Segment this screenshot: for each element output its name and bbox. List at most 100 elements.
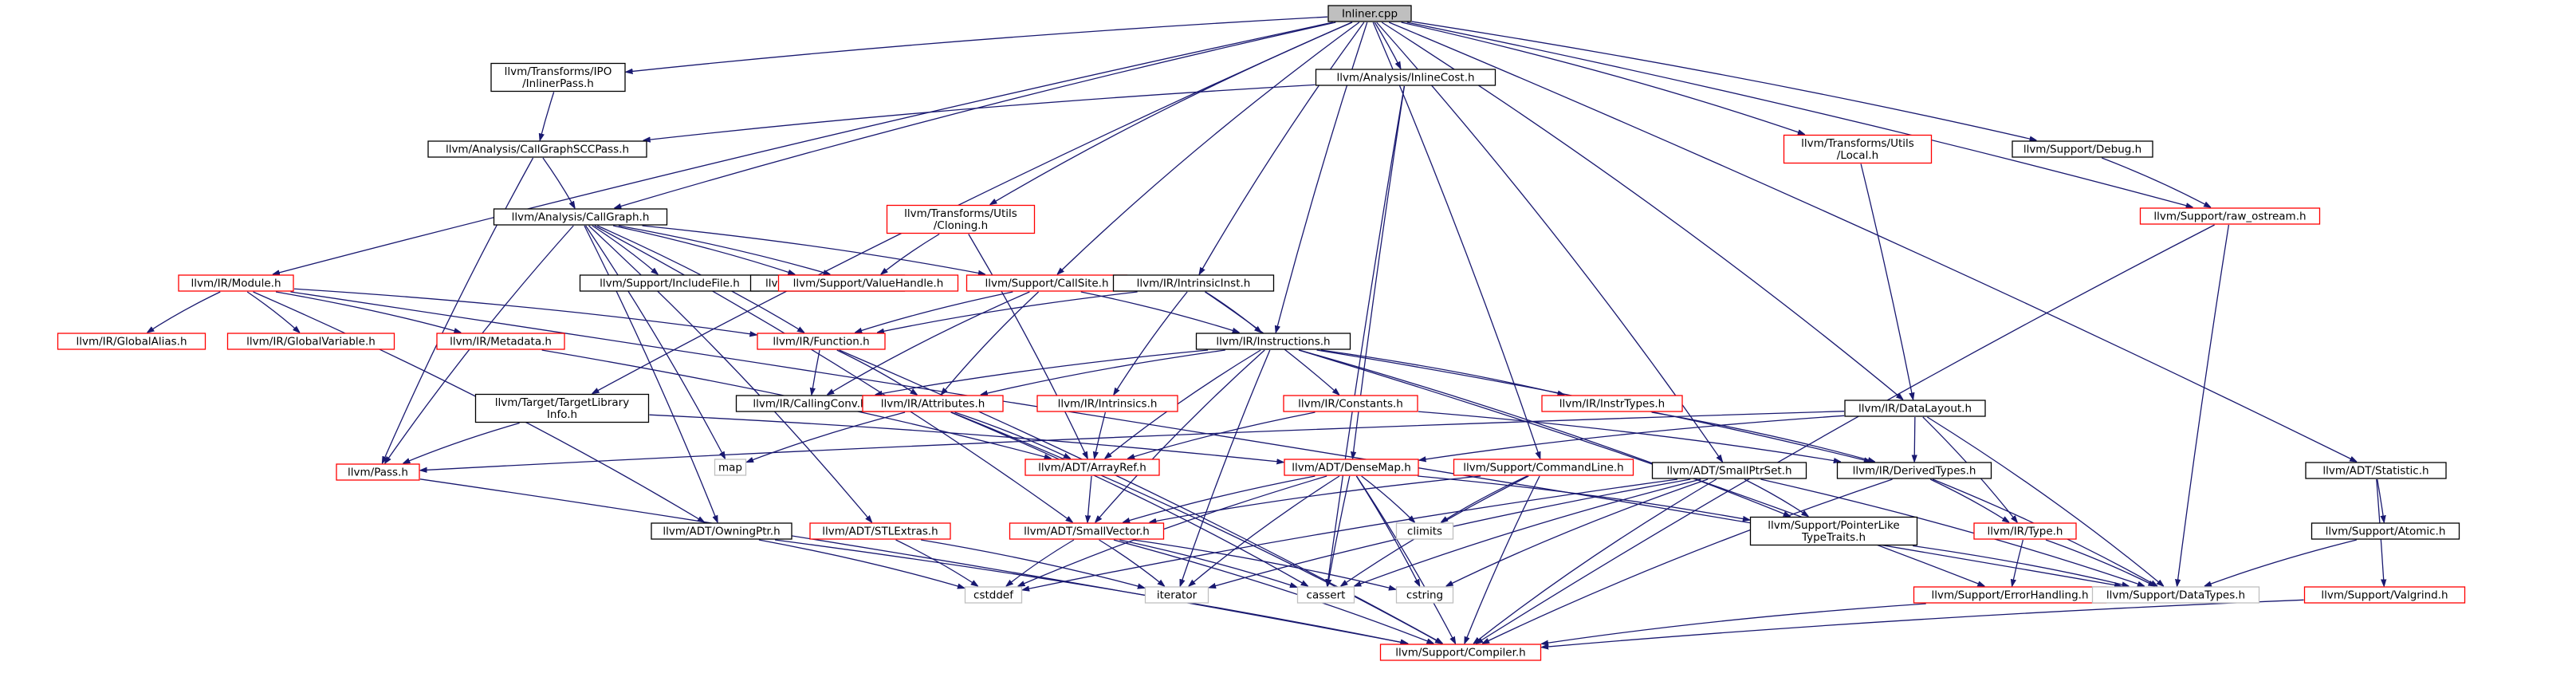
edge-statistic-to-atomic bbox=[2377, 478, 2385, 522]
node-label-type: llvm/IR/Type.h bbox=[1988, 526, 2063, 538]
edge-valgrind-to-compiler bbox=[1542, 599, 2304, 647]
node-attributes[interactable]: llvm/IR/Attributes.h bbox=[862, 395, 1004, 412]
node-box-pass bbox=[336, 463, 420, 481]
node-label-instructions: llvm/IR/Instructions.h bbox=[1216, 336, 1330, 348]
edge-callgraph-to-graphtraits bbox=[612, 225, 795, 274]
node-box-debug bbox=[2012, 140, 2153, 158]
node-label-valuehandle: llvm/Support/ValueHandle.h bbox=[793, 278, 944, 290]
edge-owningptr-to-cstddef bbox=[758, 539, 965, 588]
node-iterator[interactable]: iterator bbox=[1144, 586, 1209, 604]
edge-owningptr-to-compiler bbox=[775, 539, 1407, 644]
edge-inliner-to-inlinerpass bbox=[626, 16, 1328, 72]
edge-datalayout-to-derivedtypes bbox=[1914, 416, 1915, 462]
node-label-cloning: llvm/Transforms/Utils/Cloning.h bbox=[904, 207, 1017, 232]
node-arrayref[interactable]: llvm/ADT/ArrayRef.h bbox=[1025, 459, 1160, 476]
node-smallptrset[interactable]: llvm/ADT/SmallPtrSet.h bbox=[1651, 462, 1807, 479]
edge-inliner-to-instructions bbox=[1276, 22, 1368, 333]
node-map[interactable]: map bbox=[714, 459, 747, 476]
node-box-datalayout bbox=[1844, 400, 1986, 417]
node-climits[interactable]: climits bbox=[1395, 522, 1454, 540]
node-atomic[interactable]: llvm/Support/Atomic.h bbox=[2311, 522, 2460, 540]
node-cassert[interactable]: cassert bbox=[1296, 586, 1355, 604]
node-smallvector[interactable]: llvm/ADT/SmallVector.h bbox=[1009, 522, 1165, 540]
node-label-climits: climits bbox=[1407, 526, 1442, 538]
edge-densemap-to-climits bbox=[1361, 475, 1415, 522]
edge-stlextras-to-cstddef bbox=[895, 539, 978, 586]
node-pass[interactable]: llvm/Pass.h bbox=[336, 463, 420, 481]
edge-instructions-to-arrayref bbox=[1105, 349, 1261, 459]
node-commandline[interactable]: llvm/Support/CommandLine.h bbox=[1453, 459, 1634, 476]
node-instructions[interactable]: llvm/IR/Instructions.h bbox=[1195, 333, 1351, 350]
node-label-tlocal: llvm/Transforms/Utils/Local.h bbox=[1801, 137, 1914, 162]
node-function[interactable]: llvm/IR/Function.h bbox=[757, 333, 886, 350]
node-tlocal[interactable]: llvm/Transforms/Utils/Local.h bbox=[1783, 134, 1933, 164]
node-owningptr[interactable]: llvm/ADT/OwningPtr.h bbox=[651, 522, 792, 540]
node-globalvariable[interactable]: llvm/IR/GlobalVariable.h bbox=[226, 333, 395, 350]
node-inlinecost[interactable]: llvm/Analysis/InlineCost.h bbox=[1315, 69, 1496, 86]
node-cgscc[interactable]: llvm/Analysis/CallGraphSCCPass.h bbox=[427, 140, 647, 158]
node-box-targetlib bbox=[474, 393, 650, 423]
node-label-includefile: llvm/Support/IncludeFile.h bbox=[600, 278, 740, 290]
edge-instrtypes-to-derivedtypes bbox=[1651, 411, 1875, 462]
node-cstring[interactable]: cstring bbox=[1395, 586, 1454, 604]
node-callingconv[interactable]: llvm/IR/CallingConv.h bbox=[735, 395, 885, 412]
node-label-cstring: cstring bbox=[1406, 589, 1443, 602]
node-label-iterator: iterator bbox=[1157, 589, 1198, 602]
edge-smallvector-to-iterator bbox=[1099, 539, 1165, 586]
node-valgrind[interactable]: llvm/Support/Valgrind.h bbox=[2303, 586, 2466, 604]
node-box-instrtypes bbox=[1541, 395, 1683, 412]
edge-rawostream-to-datatypes bbox=[2177, 224, 2230, 586]
edge-callsite-to-attributes bbox=[941, 291, 1040, 395]
node-callgraph[interactable]: llvm/Analysis/CallGraph.h bbox=[493, 208, 668, 226]
node-debug[interactable]: llvm/Support/Debug.h bbox=[2012, 140, 2153, 158]
edge-pass-to-compiler bbox=[419, 478, 1408, 644]
node-label-cgscc: llvm/Analysis/CallGraphSCCPass.h bbox=[446, 144, 629, 156]
edge-cloning-to-arrayref bbox=[968, 234, 1087, 459]
node-cloning[interactable]: llvm/Transforms/Utils/Cloning.h bbox=[886, 204, 1036, 234]
edge-instructions-to-ptrliketype bbox=[1299, 349, 1790, 517]
node-inlinerpass[interactable]: llvm/Transforms/IPO/InlinerPass.h bbox=[490, 62, 626, 93]
edge-smallvector-to-compiler bbox=[1113, 539, 1434, 644]
node-box-iterator bbox=[1144, 586, 1209, 604]
node-box-datatypes bbox=[2091, 586, 2260, 604]
node-metadata[interactable]: llvm/IR/Metadata.h bbox=[436, 333, 565, 350]
node-inliner[interactable]: Inliner.cpp bbox=[1327, 5, 1412, 22]
node-label-valgrind: llvm/Support/Valgrind.h bbox=[2321, 589, 2448, 602]
node-statistic[interactable]: llvm/ADT/Statistic.h bbox=[2305, 462, 2447, 479]
node-valuehandle[interactable]: llvm/Support/ValueHandle.h bbox=[777, 274, 959, 292]
node-globalalias[interactable]: llvm/IR/GlobalAlias.h bbox=[57, 333, 206, 350]
node-type[interactable]: llvm/IR/Type.h bbox=[1973, 522, 2077, 540]
node-intrinsicinst[interactable]: llvm/IR/IntrinsicInst.h bbox=[1112, 274, 1275, 292]
node-constants[interactable]: llvm/IR/Constants.h bbox=[1283, 395, 1418, 412]
node-instrtypes[interactable]: llvm/IR/InstrTypes.h bbox=[1541, 395, 1683, 412]
node-stlextras[interactable]: llvm/ADT/STLExtras.h bbox=[809, 522, 951, 540]
edge-constants-to-derivedtypes bbox=[1418, 411, 1840, 462]
edge-function-to-attributes bbox=[836, 349, 918, 395]
edge-inliner-to-commandline bbox=[1372, 22, 1540, 459]
node-box-cloning bbox=[886, 204, 1036, 234]
node-includefile[interactable]: llvm/Support/IncludeFile.h bbox=[579, 274, 761, 292]
node-intrinsics[interactable]: llvm/IR/Intrinsics.h bbox=[1036, 395, 1178, 412]
node-module[interactable]: llvm/IR/Module.h bbox=[178, 274, 294, 292]
node-rawostream[interactable]: llvm/Support/raw_ostream.h bbox=[2139, 207, 2321, 225]
node-callsite[interactable]: llvm/Support/CallSite.h bbox=[966, 274, 1128, 292]
node-errorhandling[interactable]: llvm/Support/ErrorHandling.h bbox=[1913, 586, 2107, 604]
node-box-densemap bbox=[1284, 459, 1419, 476]
node-derivedtypes[interactable]: llvm/IR/DerivedTypes.h bbox=[1836, 462, 1992, 479]
node-label-inlinerpass: llvm/Transforms/IPO/InlinerPass.h bbox=[505, 65, 612, 90]
node-cstddef[interactable]: cstddef bbox=[964, 586, 1023, 604]
node-datatypes[interactable]: llvm/Support/DataTypes.h bbox=[2091, 586, 2260, 604]
node-datalayout[interactable]: llvm/IR/DataLayout.h bbox=[1844, 400, 1986, 417]
edge-densemap-to-compiler bbox=[1355, 475, 1455, 644]
node-label-smallvector: llvm/ADT/SmallVector.h bbox=[1024, 526, 1150, 538]
edge-inliner-to-callgraph bbox=[615, 22, 1336, 208]
node-compiler[interactable]: llvm/Support/Compiler.h bbox=[1379, 644, 1542, 661]
node-densemap[interactable]: llvm/ADT/DenseMap.h bbox=[1284, 459, 1419, 476]
edge-inliner-to-intrinsicinst bbox=[1199, 22, 1365, 274]
node-label-globalalias: llvm/IR/GlobalAlias.h bbox=[76, 336, 187, 348]
node-box-arrayref bbox=[1025, 459, 1160, 476]
edge-smallptrset-to-datatypes bbox=[1760, 478, 2144, 586]
